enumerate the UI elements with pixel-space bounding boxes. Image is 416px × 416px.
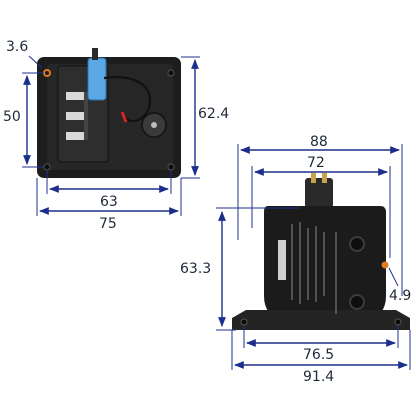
dim-label-left-width-outer: 75: [99, 216, 117, 232]
dim-label-right-width-bottom-inner: 76.5: [303, 347, 334, 363]
dim-label-left-width-inner: 63: [100, 194, 118, 210]
blue-connector: [87, 57, 107, 101]
dim-label-left-height-outer: 62.4: [198, 106, 229, 122]
mount-hole: [167, 69, 175, 77]
right-body: [264, 206, 386, 322]
port-high: [349, 236, 365, 252]
side-hole-marked: [381, 261, 389, 269]
dim-label-right-width-bottom-outer: 91.4: [303, 369, 334, 385]
body-print-area: [291, 222, 337, 314]
dim-label-left-hole: 3.6: [6, 39, 28, 55]
dim-label-right-height: 63.3: [180, 261, 211, 277]
port-low: [349, 294, 365, 310]
flange-hole: [240, 318, 248, 326]
top-connector: [305, 178, 333, 208]
dim-label-left-height-inner: 50: [3, 109, 21, 125]
dim-label-right-width-top-outer: 88: [310, 134, 328, 150]
mount-hole: [43, 163, 51, 171]
brand-mark: [278, 240, 286, 280]
left-view: 3.6 50 62.4 63 75: [3, 39, 229, 232]
mount-hole: [167, 163, 175, 171]
right-view: 88 72 63.3 4.9 76.5 91.4: [180, 134, 411, 385]
flange-hole: [394, 318, 402, 326]
terminals: [66, 92, 88, 140]
cable: [103, 76, 152, 123]
dim-label-right-width-top-inner: 72: [307, 155, 325, 171]
flange-plate: [232, 310, 410, 330]
dim-label-right-hole: 4.9: [389, 288, 411, 304]
